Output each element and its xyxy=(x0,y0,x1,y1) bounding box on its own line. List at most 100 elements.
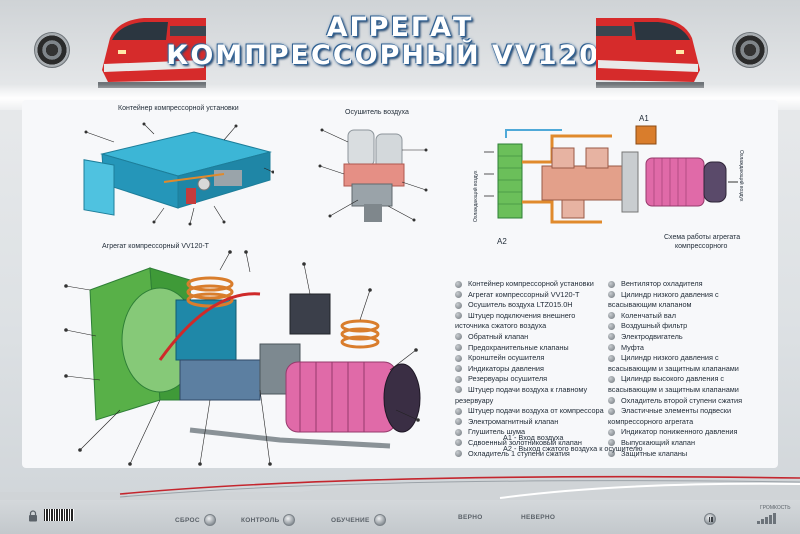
legend-item-label: Выпускающий клапан xyxy=(621,437,695,447)
legend-item-label: Защитные клапаны xyxy=(621,448,688,458)
bullet-icon xyxy=(608,312,615,320)
scheme-side-left-label: Охлаждающий воздух xyxy=(473,170,479,222)
legend-item-continuation: резервуару xyxy=(455,396,604,407)
legend-item-label: Штуцер подачи воздуха от компрессора xyxy=(468,406,604,416)
scheme-label-a1: A1 xyxy=(639,114,649,123)
volume-bars-icon[interactable] xyxy=(757,513,776,524)
legend-item: Сдвоенный золотниковый клапан xyxy=(455,438,604,449)
legend-item-label: резервуару xyxy=(455,395,494,405)
unit-figure[interactable] xyxy=(60,250,424,468)
bullet-icon xyxy=(608,344,615,352)
legend-item-label: Эластичные элементы подвески xyxy=(621,406,732,416)
legend-item-label: всасывающим клапаном xyxy=(608,300,692,310)
footer-bar xyxy=(0,500,800,534)
page-title-line2: КОМПРЕССОРНЫЙ VV120-Т xyxy=(166,40,634,71)
legend-item-label: Цилиндр низкого давления с xyxy=(621,353,719,363)
legend-item-label: Осушитель воздуха LTZ015.0H xyxy=(468,300,573,310)
control-label: КОНТРОЛЬ xyxy=(241,516,280,524)
legend-item: Эластичные элементы подвески xyxy=(608,406,742,417)
bullet-icon xyxy=(455,344,462,352)
bullet-icon xyxy=(455,375,462,383)
training-knob-icon[interactable] xyxy=(373,514,386,526)
legend-item: Муфта xyxy=(608,343,742,354)
legend-item: Предохранительные клапаны xyxy=(455,343,604,354)
legend-item: Агрегат компрессорный VV120-Т xyxy=(455,290,604,301)
volume-label: ГРОМКОСТЬ xyxy=(760,505,791,511)
page-title-line1: АГРЕГАТ xyxy=(326,12,474,43)
legend-item-continuation: компрессорного агрегата xyxy=(608,417,742,428)
bullet-icon xyxy=(608,450,615,457)
legend-item: Индикаторы давления xyxy=(455,364,604,375)
legend-item: Резервуары осушителя xyxy=(455,374,604,385)
dryer-caption: Осушитель воздуха xyxy=(345,109,409,116)
legend-item-label: Контейнер компрессорной установки xyxy=(468,279,594,288)
legend-item-label: Цилиндр высокого давления с xyxy=(621,374,725,384)
legend-item: Контейнер компрессорной установки xyxy=(455,279,604,290)
bullet-icon xyxy=(455,450,462,457)
wrong-label: НЕВЕРНО xyxy=(521,514,556,521)
control-knob-icon[interactable] xyxy=(283,514,296,526)
bullet-icon xyxy=(455,418,462,426)
legend-item-label: Глушитель шума xyxy=(468,427,526,437)
legend-item-label: Штуцер подачи воздуха к главному xyxy=(468,384,588,394)
legend-item: Коленчатый вал xyxy=(608,311,742,322)
reset-label: СБРОС xyxy=(175,516,200,524)
legend-item: Штуцер подачи воздуха от компрессора xyxy=(455,406,604,417)
speaker-left-icon xyxy=(34,32,70,68)
bullet-icon xyxy=(608,322,615,330)
pause-button-icon[interactable] xyxy=(704,513,716,525)
legend-item-label: Коленчатый вал xyxy=(621,310,676,320)
legend-item-label: компрессорного агрегата xyxy=(608,416,694,426)
legend-item: Вентилятор охладителя xyxy=(608,279,742,290)
legend-item: Обратный клапан xyxy=(455,332,604,343)
dryer-figure[interactable] xyxy=(318,120,430,230)
legend-item-label: Резервуары осушителя xyxy=(468,374,548,384)
legend-item-continuation: всасывающим и защитным клапанами xyxy=(608,385,742,396)
speaker-right-icon xyxy=(732,32,768,68)
legend-item-label: источника сжатого воздуха xyxy=(455,321,547,331)
note-a2: A2 - Выход сжатого воздуха к осушителю xyxy=(503,443,643,453)
reset-button[interactable]: СБРОС xyxy=(175,514,216,526)
bullet-icon xyxy=(455,407,462,415)
scheme-label-a2: A2 xyxy=(497,237,507,246)
legend-item-label: Охладитель второй ступени сжатия xyxy=(621,395,743,405)
bullet-icon xyxy=(608,333,615,341)
unit-caption: Агрегат компрессорный VV120-Т xyxy=(102,243,209,250)
legend-item: Выпускающий клапан xyxy=(608,438,742,449)
bullet-icon xyxy=(455,280,462,288)
legend-item-label: Обратный клапан xyxy=(468,331,529,341)
legend-item: Кронштейн осушителя xyxy=(455,353,604,364)
legend-item-label: Сдвоенный золотниковый клапан xyxy=(468,437,582,447)
correct-label: ВЕРНО xyxy=(458,514,483,521)
barcode-icon xyxy=(44,509,74,521)
legend-item-label: Охладитель 1 ступени сжатия xyxy=(468,448,570,458)
container-figure[interactable] xyxy=(74,118,274,230)
notes-block: A1 - Вход воздуха A2 - Выход сжатого воз… xyxy=(503,433,643,454)
training-button[interactable]: ОБУЧЕНИЕ xyxy=(331,514,386,526)
bullet-icon xyxy=(608,280,615,288)
bullet-icon xyxy=(455,428,462,436)
legend-item: Охладитель второй ступени сжатия xyxy=(608,396,742,407)
bullet-icon xyxy=(608,407,615,415)
legend-item: Электродвигатель xyxy=(608,332,742,343)
legend-item: Цилиндр высокого давления с xyxy=(608,374,742,385)
legend-item: Штуцер подключения внешнего xyxy=(455,311,604,322)
reset-knob-icon[interactable] xyxy=(203,514,216,526)
correct-indicator: ВЕРНО xyxy=(458,514,483,521)
legend-item: Электромагнитный клапан xyxy=(455,417,604,428)
control-button[interactable]: КОНТРОЛЬ xyxy=(241,514,296,526)
legend-item-label: Цилиндр низкого давления с xyxy=(621,289,719,299)
legend-item: Штуцер подачи воздуха к главному xyxy=(455,385,604,396)
legend-item: Глушитель шума xyxy=(455,427,604,438)
scheme-caption-line1: Схема работы агрегата xyxy=(664,234,741,241)
bullet-icon xyxy=(608,428,615,436)
bullet-icon xyxy=(608,375,615,383)
legend-item-label: всасывающим и защитным клапанами xyxy=(608,363,739,373)
scheme-figure[interactable] xyxy=(482,122,740,234)
legend-item: Цилиндр низкого давления с xyxy=(608,353,742,364)
bullet-icon xyxy=(455,333,462,341)
bullet-icon xyxy=(608,291,615,299)
footer-stripe xyxy=(0,475,800,500)
bullet-icon xyxy=(455,291,462,299)
